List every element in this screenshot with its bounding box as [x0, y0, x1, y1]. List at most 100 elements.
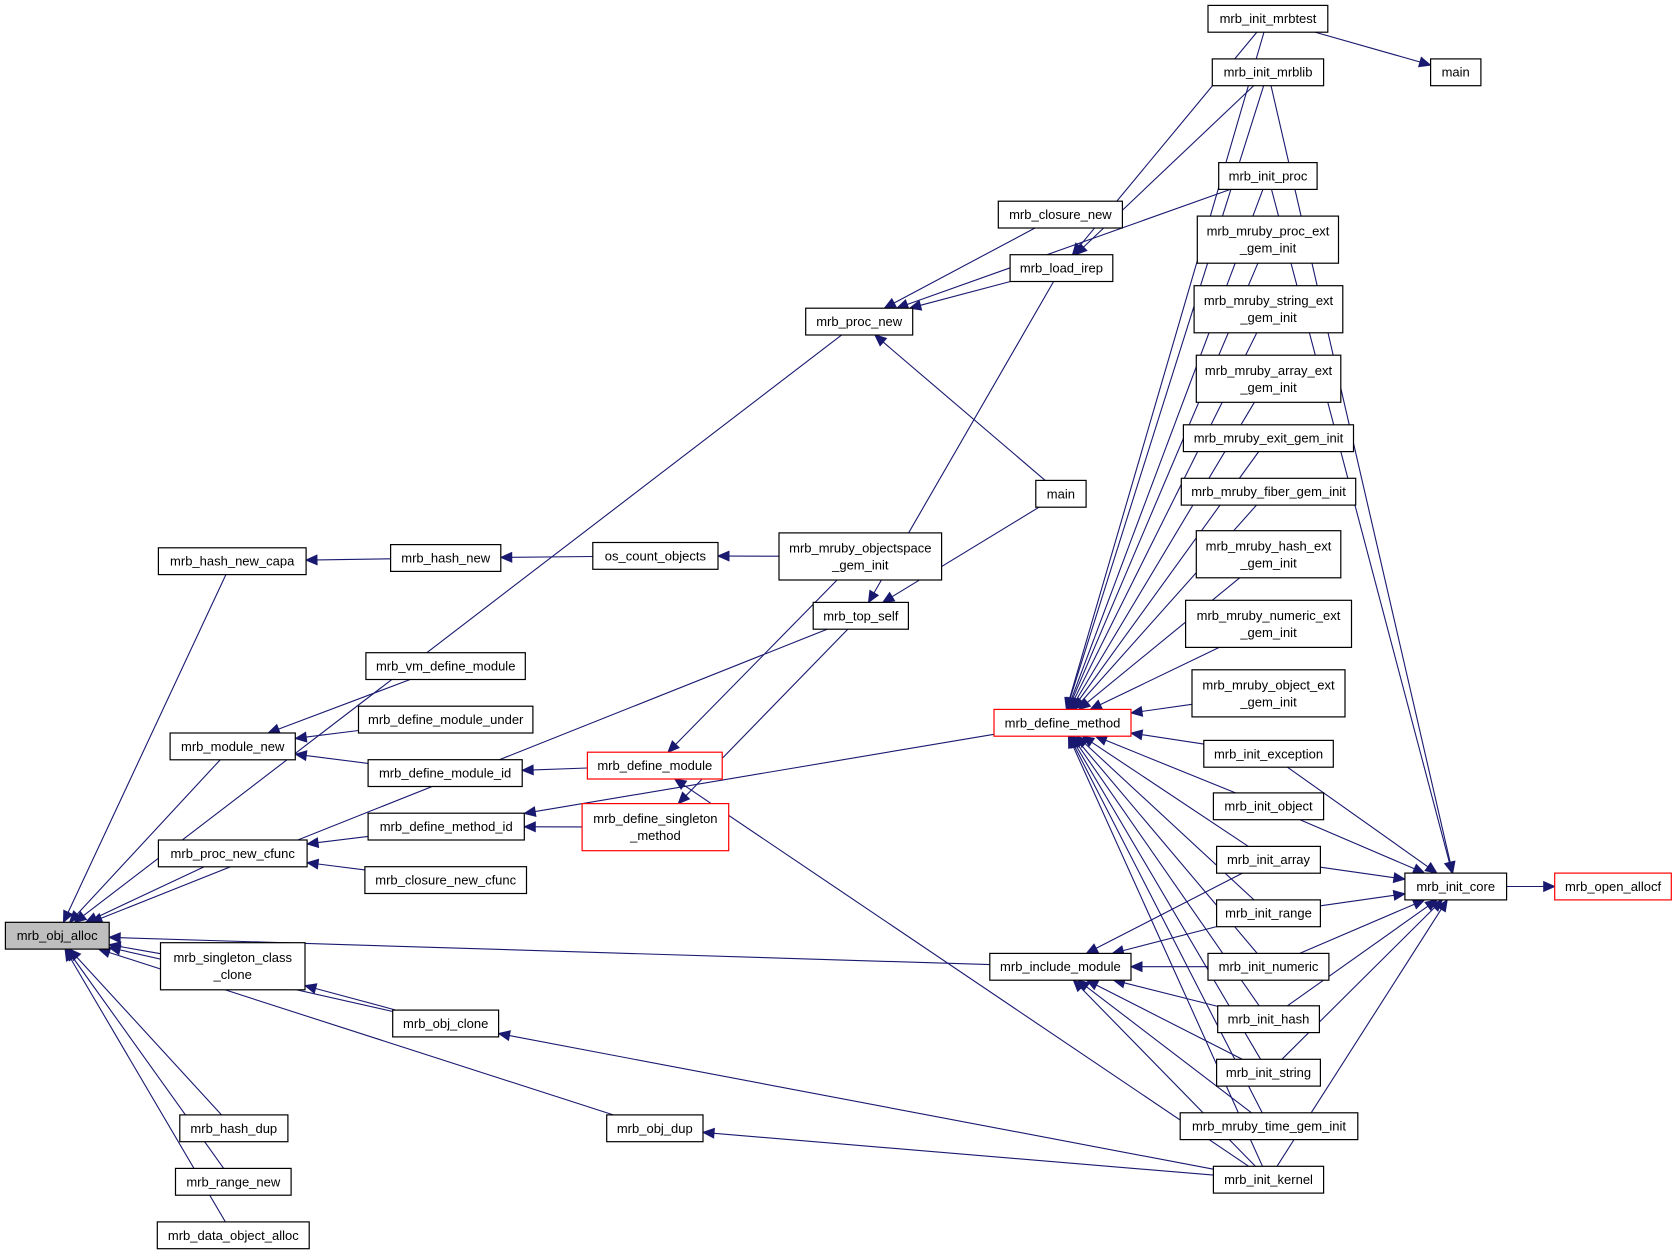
edge-proc_new-to-obj_alloc: [83, 334, 843, 917]
node-label: mrb_define_method_id: [380, 819, 513, 834]
graph-node-hash-new-capa[interactable]: mrb_hash_new_capa: [157, 547, 307, 576]
graph-node-define-module-id[interactable]: mrb_define_module_id: [367, 759, 523, 788]
graph-node-define-module-under[interactable]: mrb_define_module_under: [357, 705, 534, 734]
graph-node-include-module[interactable]: mrb_include_module: [989, 952, 1132, 981]
node-label: mrb_init_array: [1227, 852, 1311, 867]
graph-node-init-core[interactable]: mrb_init_core: [1404, 872, 1508, 901]
graph-node-hash-ext-gem-init[interactable]: mrb_mruby_hash_ext_gem_init: [1195, 530, 1342, 579]
edge-init_hash-to-init_core: [1287, 905, 1429, 1007]
graph-node-time-gem-init[interactable]: mrb_mruby_time_gem_init: [1179, 1112, 1359, 1141]
arrowhead-init_kernel-to-include_module: [1072, 979, 1086, 993]
graph-node-init-range[interactable]: mrb_init_range: [1215, 899, 1321, 928]
graph-node-init-array[interactable]: mrb_init_array: [1215, 845, 1321, 874]
node-box: [156, 1221, 310, 1250]
node-box: [586, 751, 723, 780]
edge-init_array-to-define_method: [1091, 741, 1249, 847]
graph-node-define-module[interactable]: mrb_define_module: [586, 751, 723, 780]
node-label: mrb_init_object: [1224, 799, 1313, 814]
arrowhead-define_method_id-to-proc_new_cfunc: [305, 837, 320, 849]
graph-node-define-method-id[interactable]: mrb_define_method_id: [367, 812, 525, 841]
graph-node-main-mid[interactable]: main: [1035, 479, 1087, 508]
graph-node-load-irep[interactable]: mrb_load_irep: [1009, 254, 1114, 283]
arrowhead-init_kernel-to-define_method: [1067, 735, 1079, 749]
node-box: [364, 866, 528, 895]
graph-node-data-object-alloc[interactable]: mrb_data_object_alloc: [156, 1221, 310, 1250]
graph-node-numeric-ext-gem-init[interactable]: mrb_mruby_numeric_ext_gem_init: [1184, 599, 1353, 648]
graph-node-init-numeric[interactable]: mrb_init_numeric: [1207, 952, 1330, 981]
graph-node-init-exception[interactable]: mrb_init_exception: [1203, 739, 1334, 768]
graph-node-proc-ext-gem-init[interactable]: mrb_mruby_proc_ext_gem_init: [1196, 215, 1340, 264]
node-label: mrb_range_new: [186, 1174, 281, 1189]
arrowhead-hash_new_capa-to-obj_alloc: [62, 909, 74, 924]
graph-node-init-mrblib[interactable]: mrb_init_mrblib: [1211, 58, 1325, 87]
graph-node-closure-new[interactable]: mrb_closure_new: [997, 200, 1123, 229]
node-label: _clone: [213, 967, 252, 982]
node-box: [1429, 58, 1482, 87]
node-box: [581, 802, 730, 852]
node-label: main: [1047, 486, 1075, 501]
node-box: [1195, 530, 1342, 579]
graph-node-init-object[interactable]: mrb_init_object: [1212, 792, 1325, 821]
node-label: mrb_proc_new: [816, 314, 903, 329]
node-label: mrb_mruby_proc_ext: [1207, 224, 1330, 239]
graph-node-closure-new-cfunc[interactable]: mrb_closure_new_cfunc: [364, 866, 528, 895]
arrowhead-init_kernel-to-obj_dup: [701, 1127, 715, 1139]
node-label: mrb_define_singleton: [593, 811, 717, 826]
graph-node-init-kernel[interactable]: mrb_init_kernel: [1212, 1165, 1325, 1194]
node-box: [1196, 215, 1340, 264]
graph-node-obj-alloc[interactable]: mrb_obj_alloc: [4, 921, 110, 950]
graph-node-define-method[interactable]: mrb_define_method: [993, 708, 1132, 737]
graph-node-proc-new-cfunc[interactable]: mrb_proc_new_cfunc: [157, 839, 308, 868]
graph-node-singleton-class-clone[interactable]: mrb_singleton_class_clone: [159, 942, 306, 991]
node-box: [1180, 477, 1357, 506]
arrowhead-init_core-to-open_allocf: [1543, 880, 1556, 893]
graph-node-main-top[interactable]: main: [1429, 58, 1482, 87]
edge-define_method_id-to-proc_new_cfunc: [317, 835, 369, 844]
graph-node-proc-new[interactable]: mrb_proc_new: [805, 307, 914, 336]
node-box: [592, 541, 719, 570]
graph-node-init-hash[interactable]: mrb_init_hash: [1217, 1005, 1320, 1034]
arrowhead-init_mrblib-to-load_irep: [1074, 242, 1088, 256]
arrowhead-obj_clone-to-singleton_class_clone: [303, 983, 318, 994]
graph-node-object-ext-gem-init[interactable]: mrb_mruby_object_ext_gem_init: [1191, 669, 1346, 718]
graph-node-os-count-objects[interactable]: os_count_objects: [592, 541, 719, 570]
graph-node-open-allocf[interactable]: mrb_open_allocf: [1554, 872, 1672, 901]
edge-closure_new_cfunc-to-proc_new_cfunc: [317, 863, 365, 871]
edge-define_module-to-define_module_id: [533, 767, 588, 771]
node-label: mrb_closure_new_cfunc: [375, 873, 516, 888]
graph-node-exit-gem-init[interactable]: mrb_mruby_exit_gem_init: [1182, 424, 1355, 453]
graph-node-top-self[interactable]: mrb_top_self: [812, 601, 910, 630]
graph-node-array-ext-gem-init[interactable]: mrb_mruby_array_ext_gem_init: [1195, 354, 1342, 403]
node-label: mrb_init_range: [1225, 906, 1312, 921]
graph-node-hash-new[interactable]: mrb_hash_new: [390, 543, 502, 572]
graph-node-hash-dup[interactable]: mrb_hash_dup: [179, 1114, 289, 1143]
node-label: mrb_init_mrbtest: [1220, 11, 1317, 26]
node-label: mrb_include_module: [1000, 959, 1121, 974]
graph-node-init-mrbtest[interactable]: mrb_init_mrbtest: [1207, 4, 1329, 33]
graph-node-obj-clone[interactable]: mrb_obj_clone: [392, 1009, 500, 1038]
node-label: mrb_init_exception: [1214, 746, 1323, 761]
edge-init_kernel-to-obj_clone: [509, 1035, 1214, 1170]
graph-node-obj-dup[interactable]: mrb_obj_dup: [606, 1114, 704, 1143]
node-label: mrb_mruby_fiber_gem_init: [1191, 484, 1346, 499]
graph-node-range-new[interactable]: mrb_range_new: [174, 1167, 292, 1196]
graph-node-init-proc[interactable]: mrb_init_proc: [1218, 162, 1318, 191]
graph-node-vm-define-module[interactable]: mrb_vm_define_module: [365, 652, 526, 681]
graph-node-define-singleton-method[interactable]: mrb_define_singleton_method: [581, 802, 730, 852]
graph-node-init-string[interactable]: mrb_init_string: [1215, 1058, 1321, 1087]
graph-node-fiber-gem-init[interactable]: mrb_mruby_fiber_gem_init: [1180, 477, 1357, 506]
node-label: _gem_init: [1239, 380, 1297, 395]
arrowhead-main_mid-to-proc_new: [873, 334, 888, 347]
arrowhead-init_numeric-to-include_module: [1129, 961, 1143, 973]
node-label: mrb_init_proc: [1229, 169, 1308, 184]
edge-init_range-to-init_core: [1320, 894, 1395, 907]
graph-node-string-ext-gem-init[interactable]: mrb_mruby_string_ext_gem_init: [1193, 285, 1344, 334]
node-label: _gem_init: [1239, 555, 1297, 570]
node-label: mrb_top_self: [823, 608, 899, 623]
graph-node-module-new[interactable]: mrb_module_new: [169, 732, 296, 761]
node-label: mrb_hash_dup: [190, 1121, 277, 1136]
node-label: mrb_obj_dup: [617, 1121, 693, 1136]
graph-node-objectspace-gem-init[interactable]: mrb_mruby_objectspace_gem_init: [778, 532, 943, 581]
arrowhead-init_array-to-include_module: [1085, 943, 1100, 954]
edge-init_array-to-include_module: [1095, 872, 1243, 949]
